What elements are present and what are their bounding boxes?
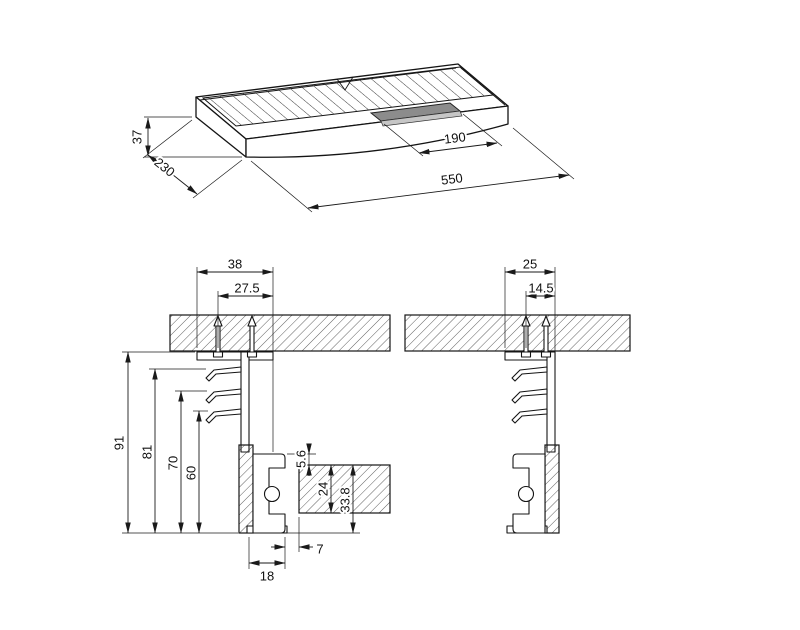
- dim-height-hook3: 60: [181, 410, 208, 534]
- dim-label-tray-height: 37: [129, 130, 144, 144]
- dim-label-slide-overall: 33.8: [337, 487, 352, 512]
- dim-label-rail-center-left: 27.5: [234, 280, 259, 295]
- dim-rail-center-right: 14.5: [525, 278, 556, 348]
- tray-rib-area: [201, 66, 495, 127]
- cabinet-panel-right: [404, 314, 631, 352]
- rail-web: [546, 351, 556, 453]
- dim-label-shelf-thickness: 24: [315, 482, 330, 496]
- dim-height-hook2: 70: [163, 390, 207, 534]
- slide-left: [238, 444, 288, 534]
- center-notch: [336, 76, 354, 91]
- rail-hook: [205, 388, 242, 404]
- dim-handle-width: 190: [383, 113, 503, 157]
- dim-label-gap-top: 5.6: [293, 450, 308, 468]
- dim-tray-length: 550: [250, 127, 575, 213]
- dim-label-height-hook3: 60: [183, 466, 198, 480]
- mount-strip: [544, 444, 560, 534]
- dim-label-rail-center-right: 14.5: [528, 280, 553, 295]
- dim-label-height-total: 91: [111, 436, 126, 450]
- dim-label-tray-length: 550: [440, 170, 463, 188]
- dim-edge-gap: 7: [271, 517, 326, 558]
- rail-hook: [205, 408, 242, 424]
- dim-label-slide-width: 18: [260, 568, 274, 583]
- mounting-screw: [540, 315, 552, 358]
- dim-label-height-hook2: 70: [165, 456, 180, 470]
- mounting-screw: [246, 315, 258, 358]
- rail-left: [196, 315, 274, 453]
- mount-strip: [238, 444, 254, 534]
- dim-label-rail-width-right: 25: [523, 256, 537, 271]
- dim-gap-top: 5.6: [287, 443, 316, 476]
- rail-web: [240, 351, 250, 453]
- dim-height-total: 91: [109, 351, 238, 534]
- dim-rail-width-right: 25: [504, 254, 556, 450]
- dim-rail-width-left: 38: [196, 254, 274, 452]
- dim-slide-width: 18: [248, 537, 286, 585]
- handle-recess-front: [380, 110, 463, 127]
- rail-hook: [511, 388, 548, 404]
- dim-slide-overall: 33.8: [287, 464, 360, 534]
- dim-label-height-hook1: 81: [139, 445, 154, 459]
- dim-shelf-thickness: 24: [313, 464, 334, 514]
- dim-label-rail-width-left: 38: [228, 256, 242, 271]
- section-view: 38 27.5 25 14.5 91 81: [109, 254, 631, 585]
- rail-flange: [196, 351, 274, 361]
- dim-label-edge-gap: 7: [316, 541, 323, 556]
- dim-height-hook1: 81: [137, 368, 206, 534]
- dim-rail-center-left: 27.5: [217, 278, 274, 348]
- isometric-view: 37 230 550 190: [127, 63, 575, 213]
- slide-roller: [517, 485, 535, 503]
- slide-right: [506, 444, 560, 534]
- dim-label-handle-width: 190: [443, 129, 466, 147]
- rail-hook: [511, 366, 548, 382]
- cabinet-panel-left: [169, 314, 391, 352]
- rail-hook: [511, 408, 548, 424]
- rail-hook: [205, 366, 242, 382]
- shelf-panel: [298, 464, 391, 514]
- slide-roller: [263, 485, 281, 503]
